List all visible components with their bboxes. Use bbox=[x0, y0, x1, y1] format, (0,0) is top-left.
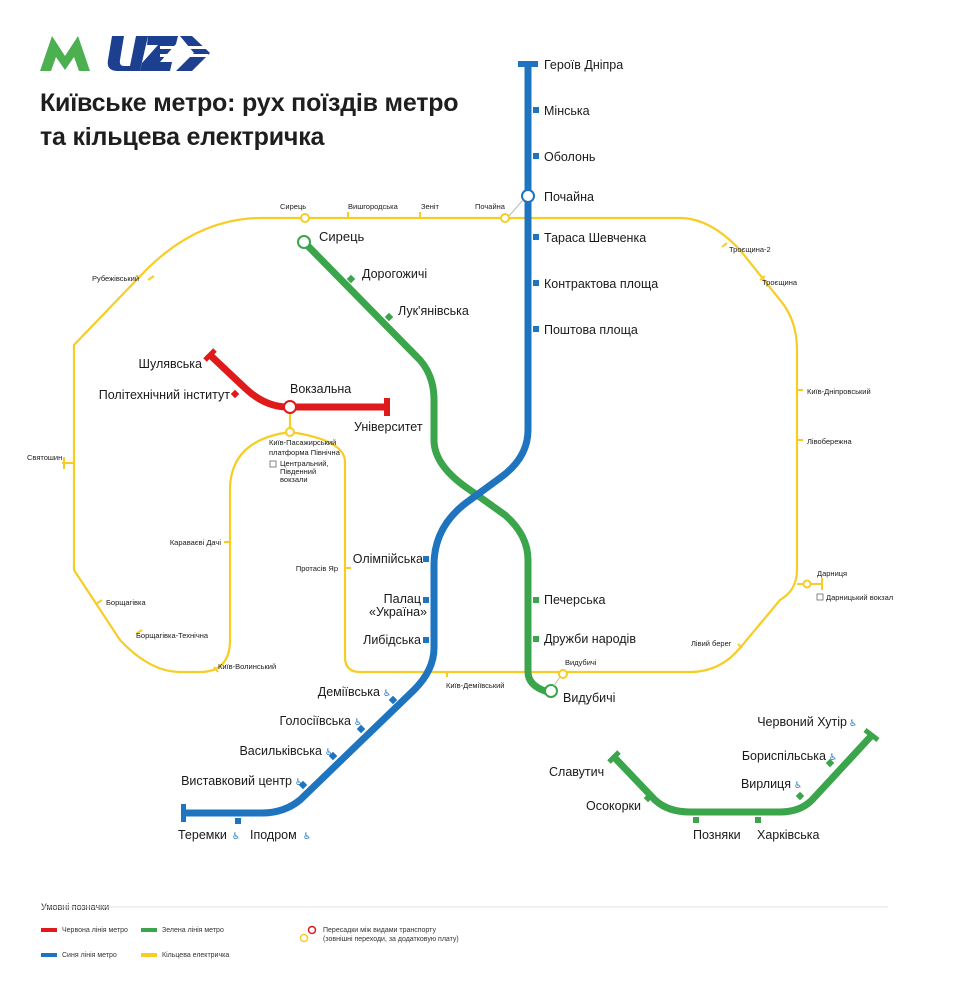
title-line-2: та кільцева електричка bbox=[40, 123, 325, 151]
red-labels: Шулявська Політехнічний інститут Вокзаль… bbox=[99, 357, 423, 434]
blue-line bbox=[183, 62, 532, 817]
station-vokzalna: Вокзальна bbox=[290, 382, 351, 396]
station-heroiv-dnipra: Героїв Дніпра bbox=[544, 58, 623, 72]
train-icon bbox=[269, 460, 277, 468]
station-pochaina: Почайна bbox=[544, 190, 594, 204]
ring-kyiv-volynskyi: Київ-Волинський bbox=[218, 662, 276, 671]
transfer-links bbox=[508, 199, 561, 687]
ring-protasiv: Протасів Яр bbox=[296, 564, 338, 573]
ring-sviatoshyn: Святошин bbox=[27, 453, 62, 462]
station-poshtova: Поштова площа bbox=[544, 323, 638, 337]
ring-pochaina: Почайна bbox=[475, 202, 506, 211]
station-kharkivska: Харківська bbox=[757, 828, 819, 842]
uz-logo-icon bbox=[107, 36, 210, 71]
ring-vydubychi: Видубичі bbox=[565, 658, 597, 667]
wheelchair-icon: ♿ bbox=[383, 688, 391, 698]
station-osokorky: Осокорки bbox=[586, 799, 641, 813]
ring-darnytskyi-vokzal: Дарницький вокзал bbox=[826, 593, 893, 602]
red-line bbox=[207, 352, 388, 411]
legend-transfers-2: (зовнішні переходи, за додатковую плату) bbox=[323, 935, 459, 943]
line-end-caps bbox=[181, 61, 880, 822]
wheelchair-icon: ♿ bbox=[354, 717, 362, 727]
wheelchair-icon: ♿ bbox=[794, 780, 802, 790]
ring-troieshchyna2: Троєщина-2 bbox=[729, 245, 771, 254]
ring-karavaievi: Караваєві Дачі bbox=[170, 538, 222, 547]
station-vyrlytsia: Вирлиця bbox=[741, 777, 791, 791]
wheelchair-icon: ♿ bbox=[849, 718, 857, 728]
station-slavutych: Славутич bbox=[549, 765, 604, 779]
wheelchair-icon: ♿ bbox=[325, 747, 333, 757]
station-lukianivska: Лук'янівська bbox=[398, 304, 469, 318]
map-title: Київське метро: рух поїздів метро та кіл… bbox=[40, 86, 459, 154]
ring-syrets: Сирець bbox=[280, 202, 306, 211]
station-druzhby: Дружби народів bbox=[544, 632, 636, 646]
blue-station-ticks bbox=[235, 107, 539, 824]
ring-vokzaly-3: вокзали bbox=[280, 475, 308, 484]
station-politekhnichnyi: Політехнічний інститут bbox=[99, 388, 231, 402]
station-demiivska: Деміївська bbox=[318, 685, 380, 699]
blue-labels: Героїв Дніпра Мінська Оболонь Почайна Та… bbox=[178, 58, 658, 842]
train-icon bbox=[816, 593, 824, 601]
green-labels: Сирець Дорогожичі Лук'янівська Печерська… bbox=[319, 229, 847, 842]
accessibility-icons: ♿ ♿ ♿ ♿ ♿ ♿ ♿ ♿ ♿ bbox=[232, 688, 857, 841]
station-syrets: Сирець bbox=[319, 229, 365, 244]
station-teremky: Теремки bbox=[178, 828, 227, 842]
station-vasylkivska: Васильківська bbox=[239, 744, 322, 758]
ring-vokzaly-2: Південний bbox=[280, 467, 316, 476]
metro-logo-icon bbox=[40, 36, 90, 71]
ring-troieshchyna: Троєщина bbox=[762, 278, 798, 287]
ring-zenit: Зеніт bbox=[421, 202, 440, 211]
wheelchair-icon: ♿ bbox=[295, 777, 303, 787]
station-vystavkovyi: Виставковий центр bbox=[181, 774, 292, 788]
green-line bbox=[301, 239, 876, 816]
station-shuliavska: Шулявська bbox=[139, 357, 203, 371]
legend-ring: Кільцева електричка bbox=[162, 951, 229, 959]
station-kontraktova: Контрактова площа bbox=[544, 277, 658, 291]
ring-borshchahivka: Борщагівка bbox=[106, 598, 146, 607]
legend-blue: Синя лінія метро bbox=[62, 951, 117, 959]
station-lybidska: Либідська bbox=[363, 633, 421, 647]
station-chervonyi-khutir: Червоний Хутір bbox=[757, 715, 847, 729]
station-minska: Мінська bbox=[544, 104, 590, 118]
legend-transfers-1: Пересадки між видами транспорту bbox=[323, 926, 436, 934]
station-universytet: Університет bbox=[354, 420, 423, 434]
ring-pasazhyrskyi-1: Київ-Пасажирський bbox=[269, 438, 336, 447]
transfer-stations bbox=[283, 189, 812, 698]
red-station-ticks bbox=[230, 389, 240, 399]
station-ipodrom: Іподром bbox=[250, 828, 297, 842]
station-pecherska: Печерська bbox=[544, 593, 605, 607]
station-dorohozhychi: Дорогожичі bbox=[362, 267, 427, 281]
legend-red: Червона лінія метро bbox=[62, 926, 128, 934]
station-obolon: Оболонь bbox=[544, 150, 595, 164]
wheelchair-icon: ♿ bbox=[303, 831, 311, 841]
legend: Умовні позначки Червона лінія метро Зеле… bbox=[41, 902, 888, 959]
station-tarasa-shevchenka: Тараса Шевченка bbox=[544, 231, 646, 245]
station-pozniaky: Позняки bbox=[693, 828, 741, 842]
title-line-1: Київське метро: рух поїздів метро bbox=[40, 89, 459, 117]
ring-ticks bbox=[62, 212, 823, 677]
ring-kyiv-dniprovskyi: Київ-Дніпровський bbox=[807, 387, 871, 396]
ring-vokzaly-1: Центральний, bbox=[280, 459, 329, 468]
ring-livoberezhna: Лівобережна bbox=[807, 437, 852, 446]
legend-transfer-icon bbox=[307, 925, 317, 935]
ring-rubezhivskyi: Рубежівський bbox=[92, 274, 139, 283]
ring-pasazhyrskyi-2: платформа Північна bbox=[269, 448, 341, 457]
ring-borshchahivka-tekhnichna: Борщагівка-Технічна bbox=[136, 631, 209, 640]
ring-livyi-bereh: Лівий берег bbox=[691, 639, 732, 648]
station-holosiivska: Голосіївська bbox=[280, 714, 352, 728]
ring-vyshhorodska: Вишгородська bbox=[348, 202, 399, 211]
station-vydubychi: Видубичі bbox=[563, 691, 615, 705]
legend-green: Зелена лінія метро bbox=[162, 926, 224, 934]
station-palats-2: «Україна» bbox=[369, 605, 427, 619]
ring-darnytsia: Дарниця bbox=[817, 569, 847, 578]
ring-labels: Сирець Вишгородська Зеніт Почайна Троєщи… bbox=[27, 202, 893, 690]
wheelchair-icon: ♿ bbox=[232, 831, 240, 841]
ring-kyiv-demiivskyi: Київ-Деміївський bbox=[446, 681, 505, 690]
station-olimpiiska: Олімпійська bbox=[353, 552, 423, 566]
wheelchair-icon: ♿ bbox=[829, 752, 837, 762]
green-station-ticks bbox=[346, 274, 835, 823]
station-boryspilska: Бориспільська bbox=[742, 749, 826, 763]
station-palats-1: Палац bbox=[384, 592, 421, 606]
